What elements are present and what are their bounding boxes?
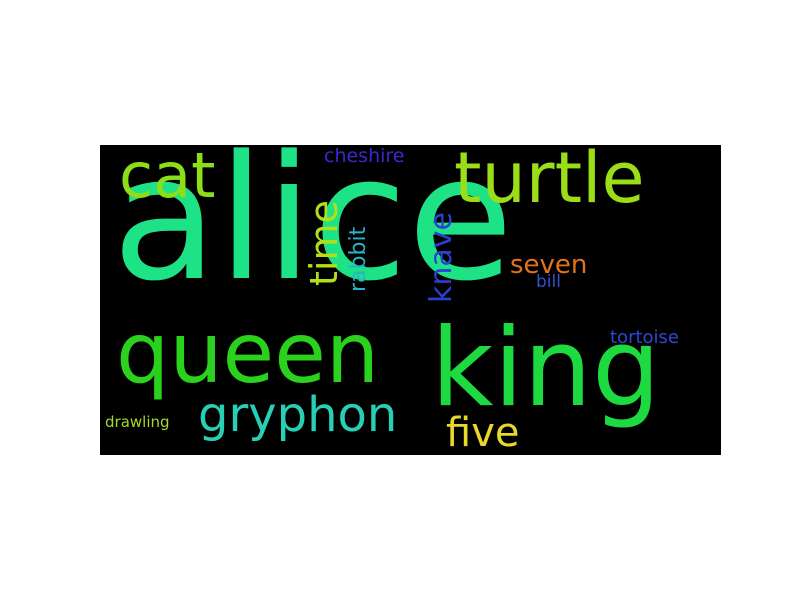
word-knave: knave — [424, 212, 459, 303]
word-king: king — [431, 306, 661, 431]
word-cloud: alice queen king turtle cat gryphon time… — [100, 145, 721, 455]
word-time: time — [302, 200, 346, 286]
word-alice: alice — [112, 145, 514, 319]
word-cheshire: cheshire — [324, 145, 405, 167]
word-five: five — [446, 410, 520, 455]
word-queen: queen — [116, 304, 380, 402]
word-cat: cat — [119, 145, 216, 212]
word-rabbit: rabbit — [346, 226, 371, 292]
word-gryphon: gryphon — [198, 387, 398, 443]
word-seven: seven — [510, 250, 588, 280]
word-drawling: drawling — [105, 413, 170, 431]
word-turtle: turtle — [454, 145, 645, 219]
word-bill: bill — [536, 272, 561, 292]
word-tortoise: tortoise — [610, 327, 679, 348]
